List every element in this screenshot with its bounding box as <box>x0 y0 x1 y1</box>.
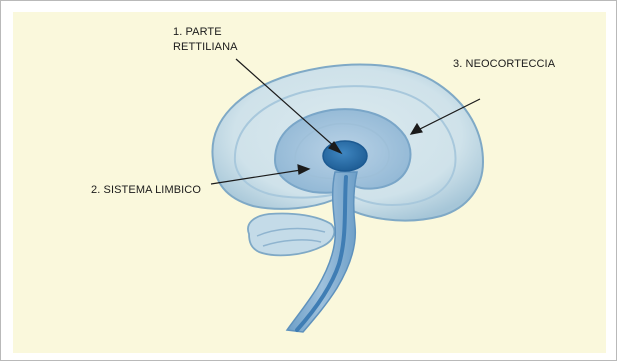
diagram-panel: 1. PARTE RETTILIANA 2. SISTEMA LIMBICO 3… <box>13 12 606 353</box>
reptilian-core <box>323 141 367 171</box>
label-neocortex: 3. NEOCORTECCIA <box>453 57 555 72</box>
label-reptilian-line2: RETTILIANA <box>173 40 238 55</box>
label-reptilian-line1: 1. PARTE <box>173 25 238 40</box>
label-limbic: 2. SISTEMA LIMBICO <box>91 183 201 198</box>
label-reptilian: 1. PARTE RETTILIANA <box>173 25 238 55</box>
